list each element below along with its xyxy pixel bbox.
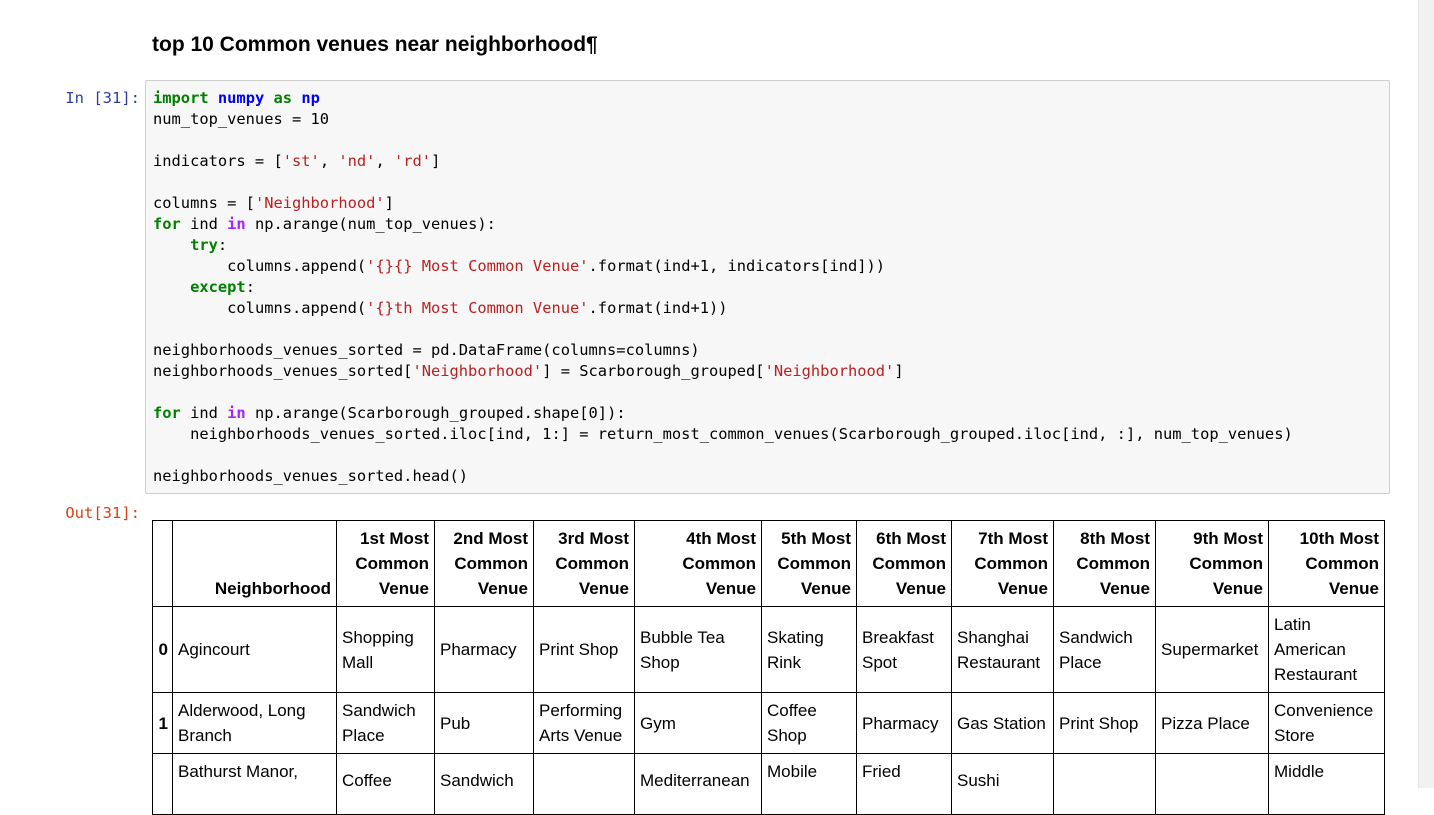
code-token: numpy <box>217 89 265 107</box>
table-cell: Latin American Restaurant <box>1268 606 1385 693</box>
code-string: 'nd' <box>338 152 376 170</box>
table-cell: Sandwich <box>434 753 534 815</box>
code-token: np.arange(num_top_venues): <box>245 215 496 233</box>
table-cell: Sandwich Place <box>1053 606 1156 693</box>
column-header: 8th Most Common Venue <box>1053 520 1156 607</box>
code-token: .format(ind+1, indicators[ind])) <box>588 257 886 275</box>
code-token: in <box>227 404 246 422</box>
code-token: ] = Scarborough_grouped[ <box>542 362 765 380</box>
code-token: indicators = [ <box>153 152 283 170</box>
table-header-row: Neighborhood 1st Most Common Venue 2nd M… <box>152 520 1385 607</box>
column-header: 10th Most Common Venue <box>1268 520 1385 607</box>
code-string: 'Neighborhood' <box>764 362 895 380</box>
table-cell: Fried <box>856 753 952 815</box>
table-row: 1 Alderwood, Long Branch Sandwich Place … <box>152 692 1385 754</box>
table-cell: Gym <box>634 692 762 754</box>
table-cell: Performing Arts Venue <box>533 692 635 754</box>
table-cell <box>1155 753 1269 815</box>
column-header: 9th Most Common Venue <box>1155 520 1269 607</box>
code-token: for <box>153 215 181 233</box>
table-cell: Pizza Place <box>1155 692 1269 754</box>
table-cell: Print Shop <box>533 606 635 693</box>
code-token: .format(ind+1)) <box>588 299 728 317</box>
code-token: ] <box>894 362 904 380</box>
row-index <box>152 753 173 815</box>
table-cell: Coffee Shop <box>761 692 857 754</box>
code-token: columns = [ <box>153 194 255 212</box>
code-editor[interactable]: import numpy as np num_top_venues = 10 i… <box>153 89 1293 485</box>
dataframe-output: Neighborhood 1st Most Common Venue 2nd M… <box>152 520 1385 815</box>
table-cell <box>1053 753 1156 815</box>
column-header: 5th Most Common Venue <box>761 520 857 607</box>
table-cell: Shanghai Restaurant <box>951 606 1054 693</box>
code-string: 'rd' <box>393 152 432 170</box>
column-header: 3rd Most Common Venue <box>533 520 635 607</box>
column-header: 6th Most Common Venue <box>856 520 952 607</box>
table-row: Bathurst Manor, Coffee Sandwich Mediterr… <box>152 753 1385 815</box>
code-string: 'Neighborhood' <box>412 362 543 380</box>
input-prompt: In [31]: <box>65 89 140 107</box>
code-token: neighborhoods_venues_sorted[ <box>153 362 413 380</box>
code-token: ind <box>180 404 228 422</box>
code-token: try <box>190 236 218 254</box>
code-line: neighborhoods_venues_sorted.iloc[ind, 1:… <box>190 425 1293 443</box>
code-token: columns.append( <box>227 299 367 317</box>
table-cell: Breakfast Spot <box>856 606 952 693</box>
code-token: except <box>190 278 246 296</box>
column-header: Neighborhood <box>172 520 337 607</box>
code-token: columns.append( <box>227 257 367 275</box>
column-header: 7th Most Common Venue <box>951 520 1054 607</box>
row-index: 0 <box>152 606 173 693</box>
table-cell: Agincourt <box>172 606 337 693</box>
column-header: 4th Most Common Venue <box>634 520 762 607</box>
code-token: np <box>301 89 320 107</box>
table-cell: Coffee <box>336 753 435 815</box>
table-cell <box>533 753 635 815</box>
table-cell: Bathurst Manor, <box>172 753 337 815</box>
code-token: ] <box>431 152 441 170</box>
code-string: '{}th Most Common Venue' <box>366 299 589 317</box>
column-header: 1st Most Common Venue <box>336 520 435 607</box>
code-cell[interactable]: import numpy as np num_top_venues = 10 i… <box>145 80 1390 494</box>
table-cell: Mobile <box>761 753 857 815</box>
table-cell: Bubble Tea Shop <box>634 606 762 693</box>
code-token: for <box>153 404 181 422</box>
code-string: 'st' <box>282 152 320 170</box>
code-line: neighborhoods_venues_sorted = pd.DataFra… <box>153 341 700 359</box>
column-header: 2nd Most Common Venue <box>434 520 534 607</box>
page-scrollbar[interactable] <box>1418 0 1434 788</box>
section-heading: top 10 Common venues near neighborhood¶ <box>152 33 598 56</box>
table-cell: Skating Rink <box>761 606 857 693</box>
table-cell: Middle <box>1268 753 1385 815</box>
output-prompt: Out[31]: <box>65 504 140 522</box>
table-cell: Alderwood, Long Branch <box>172 692 337 754</box>
code-token: ] <box>384 194 394 212</box>
table-cell: Shopping Mall <box>336 606 435 693</box>
code-token: in <box>227 215 246 233</box>
code-string: '{}{} Most Common Venue' <box>366 257 589 275</box>
table-cell: Sushi <box>951 753 1054 815</box>
table-cell: Pharmacy <box>856 692 952 754</box>
code-token: import <box>153 89 209 107</box>
table-cell: Print Shop <box>1053 692 1156 754</box>
table-cell: Pub <box>434 692 534 754</box>
table-cell: Supermarket <box>1155 606 1269 693</box>
table-cell: Mediterranean <box>634 753 762 815</box>
code-token: as <box>273 89 293 107</box>
code-string: 'Neighborhood' <box>254 194 385 212</box>
table-cell: Gas Station <box>951 692 1054 754</box>
code-line: num_top_venues = 10 <box>153 110 330 128</box>
table-cell: Convenience Store <box>1268 692 1385 754</box>
code-token: np.arange(Scarborough_grouped.shape[0]): <box>245 404 626 422</box>
code-token: ind <box>180 215 228 233</box>
code-line: neighborhoods_venues_sorted.head() <box>153 467 469 485</box>
table-row: 0 Agincourt Shopping Mall Pharmacy Print… <box>152 606 1385 693</box>
index-header <box>152 520 173 607</box>
row-index: 1 <box>152 692 173 754</box>
table-cell: Sandwich Place <box>336 692 435 754</box>
table-cell: Pharmacy <box>434 606 534 693</box>
